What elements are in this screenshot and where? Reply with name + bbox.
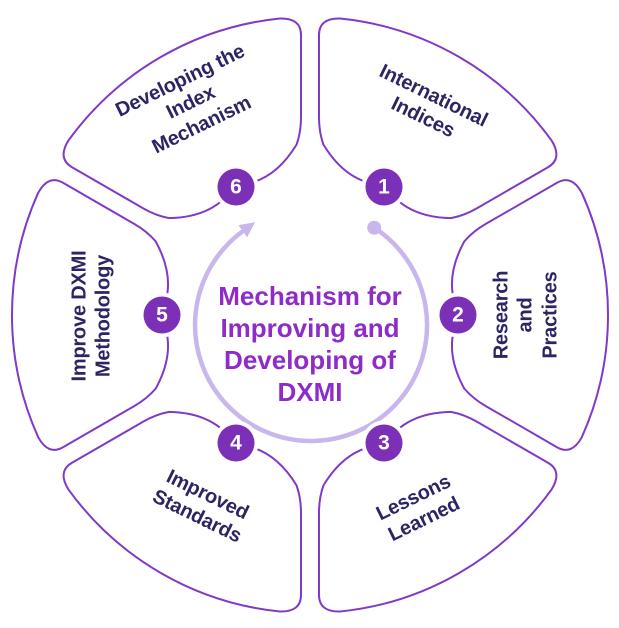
cycle-arrow-arc: [192, 225, 430, 444]
segment-shape-4: [62, 410, 302, 613]
segment-badge-5: 5: [143, 296, 181, 334]
segment-shape-1: [318, 17, 558, 220]
segment-label-improve-dxmi-methodology: Improve DXMI Methodology: [68, 250, 115, 382]
segment-shape-6: [62, 17, 302, 220]
diagram-center-title: Mechanism for Improving and Developing o…: [218, 281, 402, 407]
segment-label-research-and-practices: Research and Practices: [490, 270, 562, 360]
segment-shape-3: [318, 410, 558, 613]
segment-badge-6: 6: [217, 168, 255, 206]
segment-badge-4: 4: [217, 424, 255, 462]
segment-shape-5: [10, 179, 170, 451]
segment-shape-2: [450, 179, 610, 451]
segment-badge-2: 2: [439, 296, 477, 334]
cycle-arrow-dot: [367, 220, 382, 235]
segment-badge-1: 1: [365, 168, 403, 206]
segment-badge-3: 3: [365, 424, 403, 462]
cycle-arrowhead-icon: [238, 222, 255, 238]
